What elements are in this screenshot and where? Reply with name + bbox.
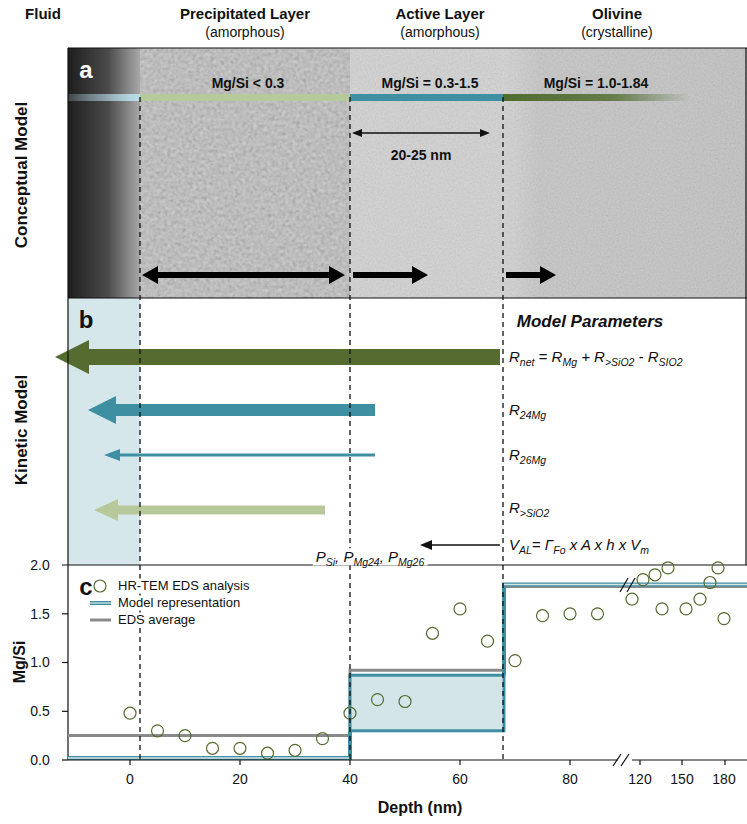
rate-label: R26Mg [509,446,546,463]
composition-bar [68,94,140,101]
volume-equation: VAL= ΓFo x A x h x Vm [509,536,649,553]
layer-arrow [506,266,556,284]
tick-label: 60 [452,771,468,787]
rate-arrow [55,340,500,374]
tick-label: 0.5 [30,703,49,719]
panel-letter: a [79,56,92,84]
layer-heading: Active Layer [395,5,484,22]
axis-break [620,578,635,592]
rate-equation: Rnet = RMg + R>SiO2 - RSIO2 [509,348,683,365]
panel-border [68,297,747,298]
arrowhead [352,129,362,137]
panel-title: Kinetic Model [12,375,32,486]
texture [503,48,747,298]
axis-break [613,754,629,766]
composition-bar [140,94,350,101]
panel-border [68,47,747,48]
parameter-label: PSi, PMg24, PMg26 [313,548,428,565]
axis-title: Mg/Si [11,641,29,684]
tick-label: 20 [232,771,248,787]
tick-label: 0.0 [30,752,49,768]
tick-label: 150 [670,771,693,787]
fluid-region [68,298,140,565]
x-axis [68,759,618,760]
tick-label: 2.0 [30,557,49,573]
composition-bar [350,94,503,101]
rate-arrow [104,449,375,461]
ratio-label: Mg/Si = 0.3-1.5 [382,75,479,91]
texture [350,48,503,298]
tick-label: 120 [628,771,651,787]
legend-sample [90,602,111,603]
layer-subheading: (amorphous) [400,24,479,40]
x-axis [632,759,747,760]
legend-sample [94,580,106,592]
ratio-label: Mg/Si = 1.0-1.84 [544,75,649,91]
eds-average-line [68,586,747,735]
model-band [350,675,504,731]
layer-subheading: (amorphous) [205,24,284,40]
composition-bar [503,94,690,101]
fluid-region [68,48,140,298]
panel-border [745,48,746,565]
panel-border [67,48,68,760]
rate-arrow [432,544,500,545]
boundary-line [140,97,503,760]
legend-sample [90,619,111,622]
rate-arrow [94,499,325,521]
axis-ticks [62,614,725,765]
layer-heading: Fluid [25,5,61,22]
precipitated-layer-image [140,48,350,298]
layer-subheading: (crystalline) [581,24,653,40]
rate-arrow [88,396,375,424]
tick-label: 40 [342,771,358,787]
panel-letter: b [79,306,94,334]
tick-label: 180 [712,771,735,787]
rate-label: R24Mg [509,401,546,418]
tick-label: 1.0 [30,654,49,670]
layer-arrow [353,266,428,284]
dimension-label: 20-25 nm [391,147,452,163]
tick-label: 1.5 [30,606,49,622]
legend-sample [90,601,111,605]
tick-label: 80 [562,771,578,787]
model-line [68,585,747,759]
layer-heading: Olivine [592,5,642,22]
panel-heading: Model Parameters [517,312,663,332]
active-layer-image [350,48,503,298]
texture [140,48,350,298]
legend-text: EDS average [116,613,197,628]
model-line [68,585,747,759]
legend-text: Model representation [116,596,242,611]
tick-label: 0 [126,771,134,787]
axis-title: Depth (nm) [378,799,462,817]
panel-title: Conceptual Model [12,102,32,248]
rate-label: R>SiO2 [509,499,549,516]
dimension-line [362,132,480,133]
layer-arrow [142,266,345,284]
panel-letter: c [79,573,92,601]
olivine-image [503,48,747,298]
legend-text: HR-TEM EDS analysis [116,579,251,594]
arrowhead [480,129,490,137]
layer-heading: Precipitated Layer [180,5,310,22]
ratio-label: Mg/Si < 0.3 [212,75,285,91]
